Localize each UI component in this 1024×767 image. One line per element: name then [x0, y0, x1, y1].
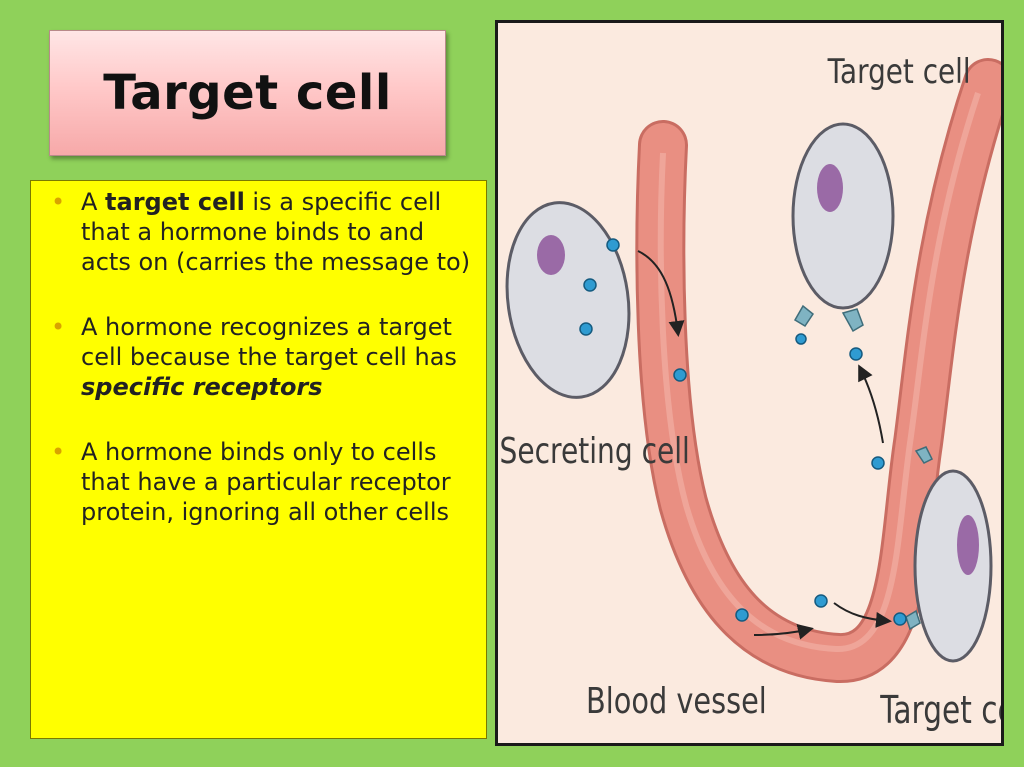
- hormone-dot: [735, 608, 749, 622]
- blood-vessel-highlight: [657, 92, 981, 653]
- hormone-diagram: Target cell Secreting cell Blood vessel …: [495, 20, 1004, 746]
- hormone-dot: [673, 368, 687, 382]
- hormone-dot: [893, 612, 907, 626]
- label-target-cell-bottom: Target cell: [879, 688, 1001, 733]
- label-target-cell-top: Target cell: [827, 52, 971, 91]
- label-secreting-cell: Secreting cell: [500, 430, 690, 472]
- receptor: [793, 304, 815, 328]
- bullet-text: A: [81, 188, 106, 216]
- receptor: [914, 446, 934, 464]
- nucleus: [817, 164, 843, 212]
- hormone-dot: [795, 333, 807, 345]
- bullet-dot: •: [51, 188, 66, 216]
- bullet-item: • A target cell is a specific cell that a…: [51, 187, 472, 277]
- bullet-text: A hormone binds only to cells that have …: [81, 438, 451, 526]
- target-cell-top: [791, 122, 895, 361]
- bullet-text: A hormone recognizes a target cell becau…: [81, 313, 457, 371]
- hormone-dot: [583, 278, 597, 292]
- bullet-list: • A target cell is a specific cell that a…: [51, 187, 472, 527]
- hormone-dot: [814, 594, 828, 608]
- bullet-bold-italic: specific receptors: [81, 373, 323, 401]
- hormone-dot: [606, 238, 620, 252]
- bullet-text: is a specific cell that a hormone binds …: [81, 188, 471, 276]
- diagram-canvas: Target cell Secreting cell Blood vessel …: [500, 52, 1001, 733]
- bullet-item: • A hormone recognizes a target cell beca…: [51, 312, 472, 402]
- secreting-cell: [505, 201, 631, 399]
- flow-arrow: [637, 250, 685, 337]
- target-cell-bottom: [893, 446, 993, 663]
- flow-arrow: [833, 602, 892, 628]
- bullet-item: • A hormone binds only to cells that have…: [51, 437, 472, 527]
- hormone-dot: [579, 322, 593, 336]
- title-box: Target cell: [49, 30, 446, 156]
- label-blood-vessel: Blood vessel: [586, 680, 767, 722]
- receptor: [905, 609, 921, 631]
- receptor: [841, 308, 864, 333]
- hormone-dot: [871, 456, 885, 470]
- nucleus: [537, 235, 565, 275]
- flow-arrow: [858, 364, 884, 444]
- hormone-dot: [849, 347, 863, 361]
- bullet-panel: • A target cell is a specific cell that a…: [30, 180, 487, 739]
- nucleus: [957, 515, 979, 575]
- bullet-bold: target cell: [105, 188, 245, 216]
- flow-arrow: [753, 623, 814, 640]
- slide-title: Target cell: [103, 65, 392, 121]
- bullet-dot: •: [51, 438, 66, 466]
- bullet-dot: •: [51, 313, 66, 341]
